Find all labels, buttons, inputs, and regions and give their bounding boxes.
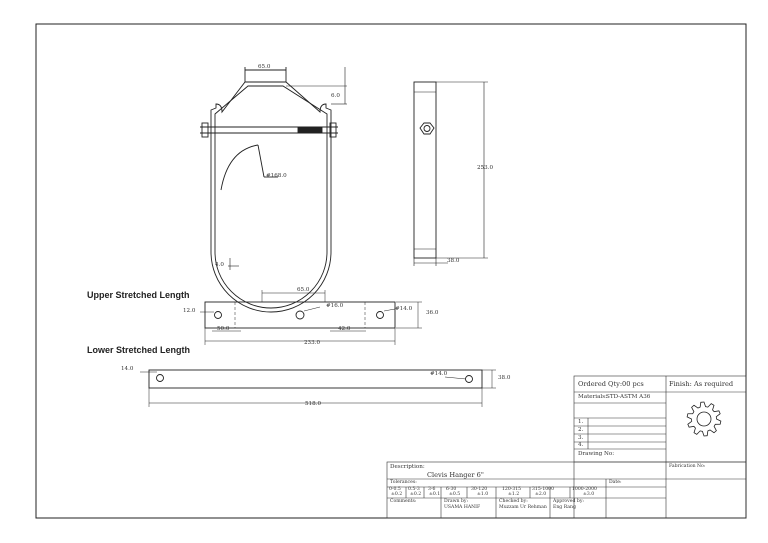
approved-by-value: Eng Rang	[553, 505, 576, 510]
dim-u-total: 233.0	[304, 340, 321, 346]
dim-u-end-hole: 12.0	[183, 308, 196, 314]
description-value: Clevis Hanger 6"	[427, 471, 484, 479]
ordered-qty-label: Ordered Qty:	[578, 380, 623, 388]
tol-header-5: 120-315	[502, 487, 522, 492]
drawn-by-value: USAMA HANIF	[444, 505, 481, 510]
tol-value-5: ±1.2	[508, 492, 520, 497]
dim-l-right-hole: #14.0	[430, 371, 448, 377]
comments-label: Comments:	[390, 499, 417, 504]
upper-stretched-title: Upper Stretched Length	[87, 290, 190, 300]
title-block	[386, 375, 747, 519]
drawing-no-label: Drawing No:	[578, 451, 615, 457]
dim-top-width: 65.0	[258, 64, 271, 70]
tol-value-2: ±0.1	[429, 492, 441, 497]
dim-top-offset: 6.0	[331, 93, 340, 99]
dim-u-center-hole: #16.0	[326, 303, 344, 309]
finish-label: Finish:	[669, 380, 692, 388]
fabrication-label: Fabrication No:	[669, 464, 706, 469]
dim-l-total: 518.0	[305, 401, 322, 407]
sheet-border	[35, 23, 747, 519]
dim-height: 253.0	[477, 165, 494, 171]
dim-u-center: 65.0	[297, 287, 310, 293]
dim-u-left-off: 50.0	[217, 326, 230, 332]
upper-stretched-view	[200, 290, 422, 345]
drawn-by-label: Drawn by:	[444, 499, 469, 504]
date-label: Date:	[609, 480, 622, 485]
tol-header-2: 3-6	[428, 487, 436, 492]
materials-label: Materials:	[578, 394, 607, 400]
description-label: Description:	[390, 464, 425, 470]
tol-header-1: 0.5-3	[408, 487, 420, 492]
dim-u-height: 36.0	[426, 310, 439, 316]
dim-u-right-off: 42.0	[338, 326, 351, 332]
tol-header-7: 1000-2000	[572, 487, 597, 492]
checked-by-label: Checked by:	[499, 499, 528, 504]
gear-logo-icon	[686, 401, 722, 437]
dim-side-width: 38.0	[447, 258, 460, 264]
tol-value-0: ±0.2	[391, 492, 403, 497]
dim-u-right-hole: #14.0	[395, 306, 413, 312]
tol-value-1: ±0.2	[410, 492, 422, 497]
finish-value: As required	[694, 380, 734, 388]
dim-radius: #168.0	[266, 173, 287, 179]
tol-header-6: 315-1000	[532, 487, 555, 492]
side-view	[413, 81, 488, 266]
lower-stretched-title: Lower Stretched Length	[87, 345, 191, 355]
row-4: 4.	[578, 442, 584, 448]
dim-l-left-hole: 14.0	[121, 366, 134, 372]
checked-by-value: Muzzam Ur Rehman	[499, 505, 547, 510]
dim-l-height: 38.0	[498, 375, 511, 381]
approved-by-label: Approved by:	[553, 499, 584, 504]
tol-header-0: 0-0.5	[389, 487, 401, 492]
tol-value-4: ±1.0	[477, 492, 489, 497]
dim-bottom-thk: 4.0	[215, 262, 224, 268]
tol-header-3: 6-30	[446, 487, 457, 492]
lower-stretched-view	[140, 369, 496, 407]
row-2: 2.	[578, 427, 584, 433]
front-view	[200, 67, 347, 313]
tol-value-3: ±0.5	[449, 492, 461, 497]
ordered-qty-value: 00 pcs	[622, 380, 644, 388]
tol-value-7: ±3.0	[583, 492, 595, 497]
tol-value-6: ±2.0	[535, 492, 547, 497]
row-3: 3.	[578, 435, 584, 441]
row-1: 1.	[578, 419, 584, 425]
tolerance-label: Tolerances:	[390, 480, 417, 485]
materials-value: STD-ASTM A36	[606, 394, 651, 400]
tol-header-4: 30-120	[471, 487, 488, 492]
